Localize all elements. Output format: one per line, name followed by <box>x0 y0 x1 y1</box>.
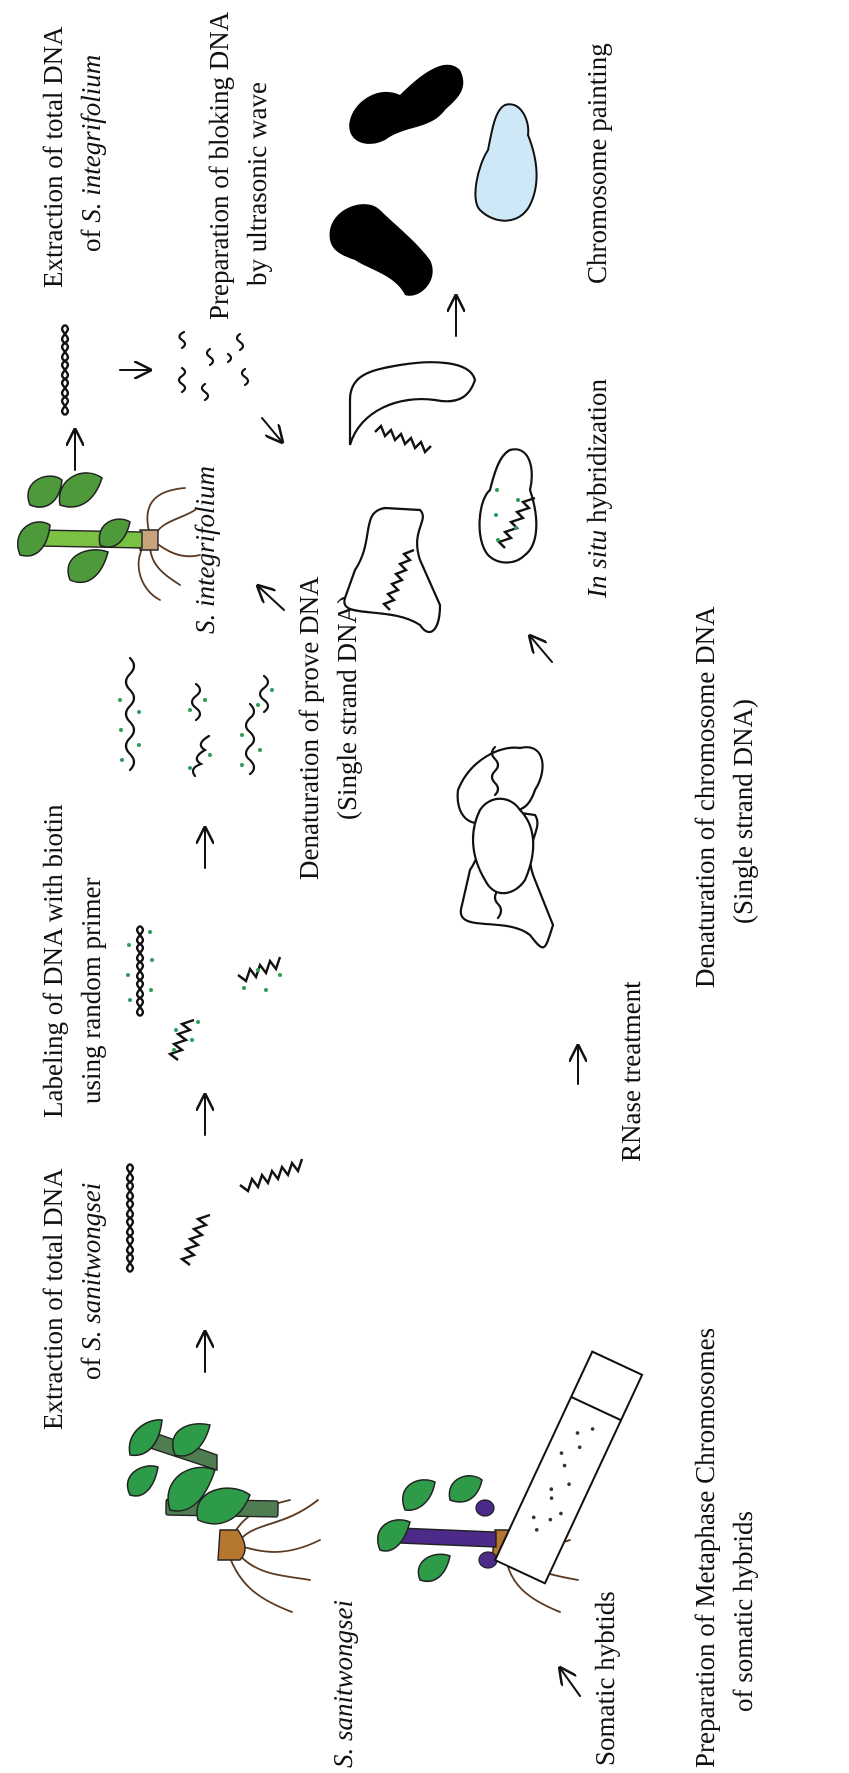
slide-body <box>495 1352 642 1584</box>
arrow-blocking-to-hyb <box>262 418 282 442</box>
label-prep-meta-line1: Preparation of Metaphase Chromosomes <box>690 1328 720 1768</box>
label-denat-probe-line2: (Single strand DNA) <box>332 595 362 820</box>
chromosome-painted-black-2 <box>349 65 463 144</box>
leaf <box>403 1480 435 1510</box>
species-name-sani: S. sanitwongsei <box>76 1183 106 1351</box>
dna-integ-helix <box>62 325 68 415</box>
dna-sani-helices <box>127 1159 302 1272</box>
root-body <box>218 1530 245 1560</box>
ss-dna <box>193 736 209 776</box>
leaf <box>127 1466 158 1496</box>
leaf <box>449 1476 482 1502</box>
label-rnase: RNase treatment <box>616 981 646 1162</box>
leaf <box>418 1554 450 1581</box>
leaf <box>59 473 102 507</box>
label-species-sani: S. sanitwongsei <box>328 1600 358 1768</box>
label-somatic-hybrids: Somatic hybtids <box>590 1591 620 1766</box>
dna-labeled-helices <box>126 926 282 1060</box>
chromosome-painted-black-1 <box>330 204 433 296</box>
arrow-rnase-to-hyb <box>530 636 552 662</box>
dna-helix <box>182 1215 210 1265</box>
fragment <box>242 369 248 385</box>
label-extract-sani-line2: of S. sanitwongsei <box>76 1183 106 1380</box>
stem <box>398 1528 496 1547</box>
leaf <box>18 522 50 556</box>
fragment <box>237 334 243 350</box>
chromosome-hyb-2 <box>350 362 475 452</box>
ss-dna <box>126 658 134 770</box>
chromosome <box>350 362 475 445</box>
blocking-dna-fragments <box>179 332 248 400</box>
leaf <box>68 550 108 583</box>
fruit <box>476 1500 494 1516</box>
label-in-situ: In situ hybridization <box>582 379 612 599</box>
ss-dna <box>246 704 254 774</box>
fragment <box>179 332 185 348</box>
label-blocking-line2: by ultrasonic wave <box>242 82 272 286</box>
label-labeling-line1: Labeling of DNA with biotin <box>38 804 68 1118</box>
fragment <box>202 384 208 400</box>
arrow-hybrid-to-slide <box>560 1668 580 1696</box>
dna-helix <box>240 1159 302 1191</box>
arrow-probe-to-hyb <box>258 586 284 610</box>
plant-integ-icon <box>18 473 200 600</box>
label-prep-meta-line2: of somatic hybrids <box>728 1511 758 1712</box>
species-name-integ-title: S. integrifolium <box>76 55 106 223</box>
chromosome-hyb-3 <box>480 449 537 562</box>
label-extract-integ-line2: of S. integrifolium <box>76 55 106 252</box>
label-labeling-line2: using random primer <box>76 878 106 1104</box>
label-extract-integ-line1: Extraction of total DNA <box>38 26 68 288</box>
fragment <box>179 368 185 392</box>
dna-helix <box>375 426 431 452</box>
label-extract-sani-line1: Extraction of total DNA <box>38 1168 68 1430</box>
label-denat-chrom-line2: (Single strand DNA) <box>728 699 758 924</box>
ss-dna <box>260 676 268 712</box>
dna-probe-single-strand <box>118 658 274 776</box>
label-species-integ: S. integrifolium <box>190 466 220 634</box>
label-chromosome-painting: Chromosome painting <box>582 43 612 284</box>
leaf <box>378 1520 410 1551</box>
leaf <box>28 476 62 507</box>
fragment <box>207 349 213 365</box>
label-blocking-line1: Preparation of bloking DNA <box>204 11 234 320</box>
microscope-slide <box>495 1352 642 1584</box>
biotin-dots <box>126 930 282 1052</box>
chromosome-painted-blue <box>475 104 536 220</box>
ss-dna <box>192 684 200 720</box>
label-denat-probe-line1: Denaturation of prove DNA <box>294 576 324 880</box>
label-denat-chrom-line1: Denaturation of chromosome DNA <box>690 606 720 988</box>
fragment <box>228 354 231 362</box>
plant-sani-icon <box>127 1420 320 1612</box>
